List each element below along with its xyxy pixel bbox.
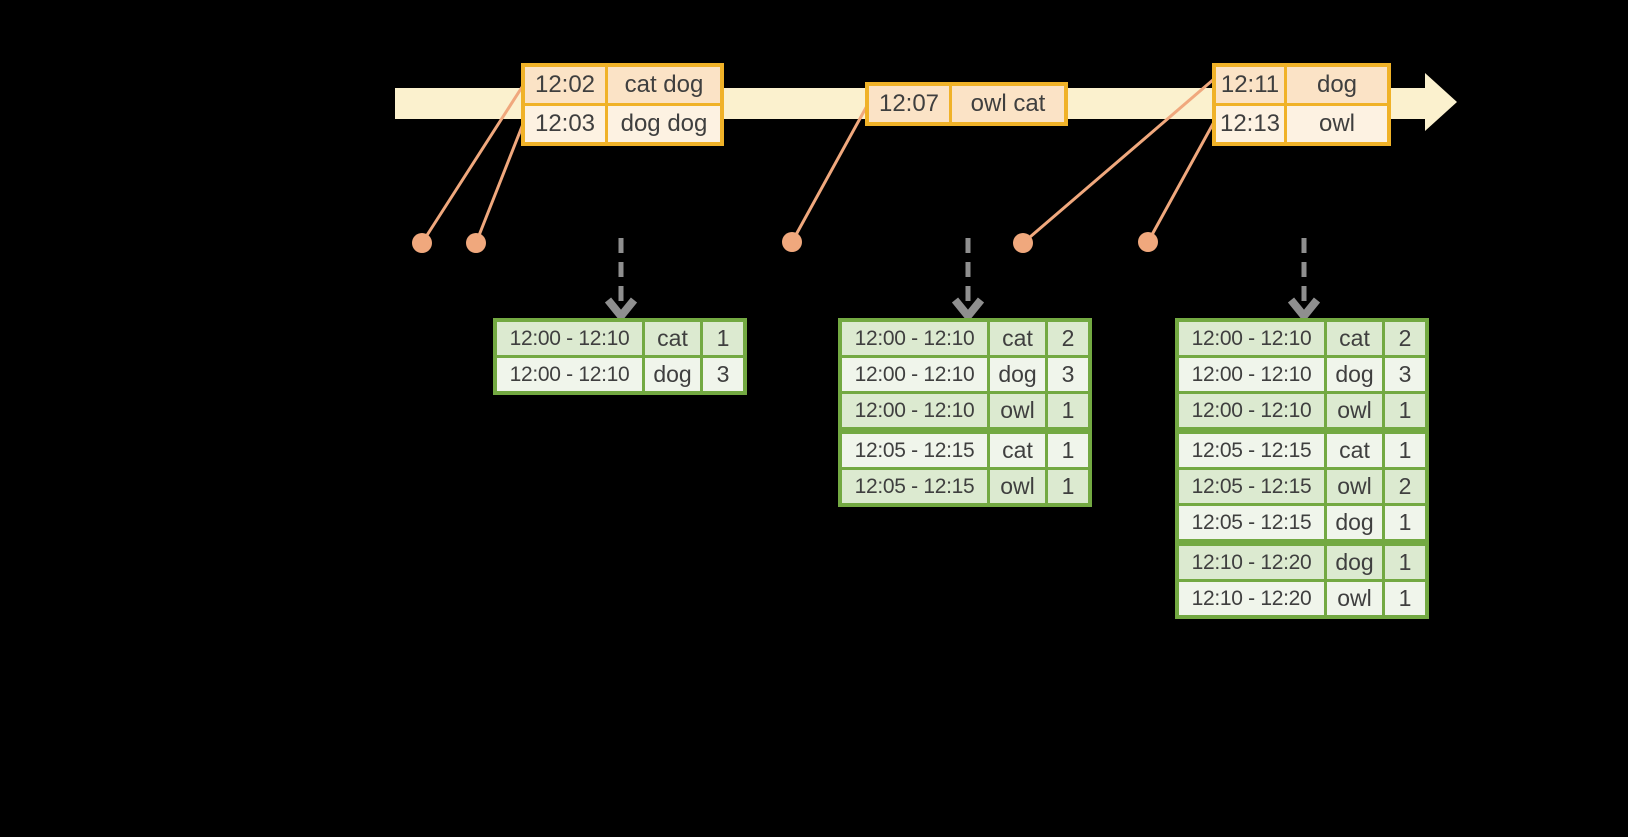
result-row: 12:00 - 12:10 dog 3: [493, 355, 747, 395]
result-table-1: 12:00 - 12:10 cat 1 12:00 - 12:10 dog 3: [493, 318, 747, 395]
window-cell: 12:10 - 12:20: [1175, 541, 1327, 582]
word-cell: cat: [642, 318, 703, 358]
window-cell: 12:10 - 12:20: [1175, 579, 1327, 619]
count-cell: 1: [1045, 429, 1092, 470]
connector-lines: [420, 77, 1216, 245]
event-words-cell: owl: [1284, 103, 1391, 146]
connector-line: [790, 103, 870, 243]
window-cell: 12:05 - 12:15: [1175, 467, 1327, 506]
window-cell: 12:00 - 12:10: [493, 355, 645, 395]
event-dot: [466, 233, 486, 253]
event-words-cell: owl cat: [949, 82, 1068, 126]
count-cell: 1: [1045, 391, 1092, 434]
connector-line: [474, 123, 525, 244]
result-row: 12:10 - 12:20 owl 1: [1175, 579, 1429, 619]
word-cell: dog: [642, 355, 703, 395]
word-cell: owl: [987, 391, 1048, 434]
result-row: 12:00 - 12:10 cat 2: [1175, 318, 1429, 358]
event-dot: [782, 232, 802, 252]
connector-line: [1146, 121, 1216, 243]
event-row: 12:03 dog dog: [521, 103, 724, 146]
event-dots: [412, 232, 1158, 253]
count-cell: 2: [1382, 467, 1429, 506]
word-cell: owl: [1324, 391, 1385, 434]
count-cell: 3: [1045, 355, 1092, 394]
result-row: 12:05 - 12:15 cat 1: [1175, 429, 1429, 470]
result-table-3: 12:00 - 12:10 cat 2 12:00 - 12:10 dog 3 …: [1175, 318, 1429, 619]
result-table-2: 12:00 - 12:10 cat 2 12:00 - 12:10 dog 3 …: [838, 318, 1092, 507]
result-row: 12:00 - 12:10 dog 3: [1175, 355, 1429, 394]
event-row: 12:13 owl: [1212, 103, 1391, 146]
trigger-arrowhead: [951, 297, 985, 323]
count-cell: 2: [1382, 318, 1429, 358]
event-time-cell: 12:13: [1212, 103, 1287, 146]
result-row: 12:00 - 12:10 cat 1: [493, 318, 747, 358]
word-cell: cat: [987, 429, 1048, 470]
event-row: 12:07 owl cat: [865, 82, 1068, 126]
event-dot: [1138, 232, 1158, 252]
event-time-cell: 12:07: [865, 82, 952, 126]
event-time-cell: 12:11: [1212, 63, 1287, 106]
result-row: 12:05 - 12:15 owl 1: [838, 467, 1092, 507]
result-row: 12:05 - 12:15 dog 1: [1175, 503, 1429, 546]
result-row: 12:05 - 12:15 owl 2: [1175, 467, 1429, 506]
trigger-arrows: [604, 238, 1321, 323]
event-table-2: 12:07 owl cat: [865, 82, 1068, 126]
result-row: 12:00 - 12:10 cat 2: [838, 318, 1092, 358]
count-cell: 1: [1382, 429, 1429, 470]
window-cell: 12:00 - 12:10: [493, 318, 645, 358]
count-cell: 1: [1382, 391, 1429, 434]
word-cell: dog: [1324, 503, 1385, 546]
window-cell: 12:00 - 12:10: [1175, 391, 1327, 434]
window-cell: 12:05 - 12:15: [1175, 429, 1327, 470]
event-time-cell: 12:02: [521, 63, 608, 106]
result-row: 12:10 - 12:20 dog 1: [1175, 541, 1429, 582]
event-words-cell: dog: [1284, 63, 1391, 106]
word-cell: cat: [987, 318, 1048, 358]
connector-line: [420, 83, 526, 244]
event-time-cell: 12:03: [521, 103, 608, 146]
word-cell: cat: [1324, 318, 1385, 358]
window-cell: 12:00 - 12:10: [1175, 355, 1327, 394]
window-cell: 12:00 - 12:10: [838, 318, 990, 358]
count-cell: 3: [700, 355, 747, 395]
event-row: 12:11 dog: [1212, 63, 1391, 106]
window-cell: 12:00 - 12:10: [838, 355, 990, 394]
word-cell: owl: [987, 467, 1048, 507]
trigger-arrowhead: [604, 297, 638, 323]
event-table-3: 12:11 dog 12:13 owl: [1212, 63, 1391, 146]
window-cell: 12:00 - 12:10: [1175, 318, 1327, 358]
word-cell: dog: [1324, 355, 1385, 394]
result-row: 12:05 - 12:15 cat 1: [838, 429, 1092, 470]
count-cell: 1: [1045, 467, 1092, 507]
word-cell: dog: [1324, 541, 1385, 582]
trigger-arrowhead: [1287, 297, 1321, 323]
event-row: 12:02 cat dog: [521, 63, 724, 106]
count-cell: 2: [1045, 318, 1092, 358]
word-cell: owl: [1324, 467, 1385, 506]
count-cell: 3: [1382, 355, 1429, 394]
count-cell: 1: [1382, 503, 1429, 546]
window-cell: 12:05 - 12:15: [838, 429, 990, 470]
event-dot: [412, 233, 432, 253]
count-cell: 1: [1382, 579, 1429, 619]
timeline-arrowhead: [1425, 73, 1457, 131]
window-cell: 12:05 - 12:15: [1175, 503, 1327, 546]
result-row: 12:00 - 12:10 dog 3: [838, 355, 1092, 394]
window-cell: 12:05 - 12:15: [838, 467, 990, 507]
event-words-cell: cat dog: [605, 63, 724, 106]
event-dot: [1013, 233, 1033, 253]
result-row: 12:00 - 12:10 owl 1: [838, 391, 1092, 434]
connector-line: [1022, 77, 1215, 245]
event-words-cell: dog dog: [605, 103, 724, 146]
word-cell: cat: [1324, 429, 1385, 470]
event-table-1: 12:02 cat dog 12:03 dog dog: [521, 63, 724, 146]
word-cell: owl: [1324, 579, 1385, 619]
count-cell: 1: [1382, 541, 1429, 582]
word-cell: dog: [987, 355, 1048, 394]
result-row: 12:00 - 12:10 owl 1: [1175, 391, 1429, 434]
window-cell: 12:00 - 12:10: [838, 391, 990, 434]
count-cell: 1: [700, 318, 747, 358]
